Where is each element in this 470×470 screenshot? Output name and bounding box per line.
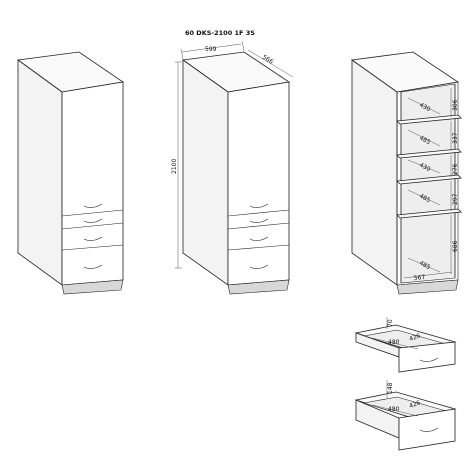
handle-icon [83, 203, 103, 208]
dim-drawer2-148: 148 [387, 382, 394, 394]
handle-icon [83, 218, 103, 223]
dim-height: 2100 [171, 159, 178, 174]
drawer-deep: 148 480 426 [354, 380, 457, 451]
handle-icon [419, 427, 439, 432]
dim-shelf-485-c: 485 [418, 260, 432, 272]
dim-shelf-430-top: 430 [418, 102, 432, 114]
dim-drawer1-426: 426 [408, 332, 421, 343]
handle-icon [249, 264, 269, 269]
dim-shelf-485-a: 485 [418, 135, 432, 147]
cabinet-closed-left [16, 51, 125, 295]
dim-drawer1-480: 480 [388, 339, 400, 346]
dim-height-337: 337 [452, 132, 459, 144]
dim-height-276: 276 [452, 163, 459, 175]
product-code-title: 60 DKS-2100 1F 3S [185, 29, 255, 37]
handle-icon [83, 264, 103, 269]
cabinet-interior-right: 430 485 430 485 485 567 306 337 276 297 … [350, 51, 462, 295]
dim-height-686: 686 [452, 240, 459, 252]
handle-icon [249, 236, 269, 241]
handle-icon [83, 236, 103, 241]
dim-drawer2-480: 480 [388, 406, 400, 413]
dim-drawer1-70: 70 [387, 319, 394, 327]
dim-shelf-430-b: 430 [418, 162, 432, 174]
handle-icon [419, 357, 439, 362]
handle-icon [249, 203, 269, 208]
dim-height-306: 306 [452, 99, 459, 111]
dim-bottom-567: 567 [413, 274, 425, 282]
cabinet-dimensioned-middle: 599 566 2100 [171, 40, 294, 295]
handle-icon [249, 218, 269, 223]
dim-depth: 566 [261, 54, 275, 66]
dim-width: 599 [205, 46, 217, 53]
dim-height-297: 297 [452, 193, 459, 205]
dim-drawer2-426: 426 [408, 399, 421, 410]
drawer-shallow: 70 480 426 [354, 317, 457, 373]
dim-shelf-485-b: 485 [418, 193, 432, 205]
